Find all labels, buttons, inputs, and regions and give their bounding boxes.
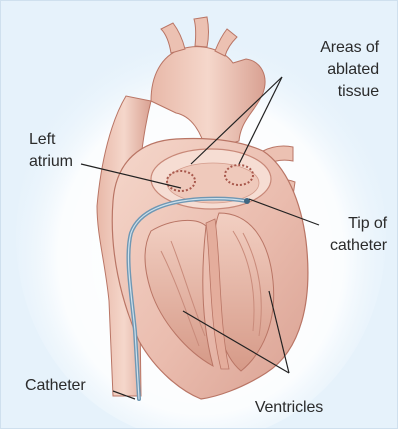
carotid-artery [194, 17, 209, 47]
label-left-atrium: Left atrium [29, 129, 109, 173]
label-catheter: Catheter [25, 375, 115, 397]
label-tip-of-catheter: Tip of catheter [297, 213, 387, 257]
label-areas-of-ablated-tissue: Areas of ablated tissue [263, 37, 379, 103]
label-ventricles: Ventricles [233, 397, 345, 419]
